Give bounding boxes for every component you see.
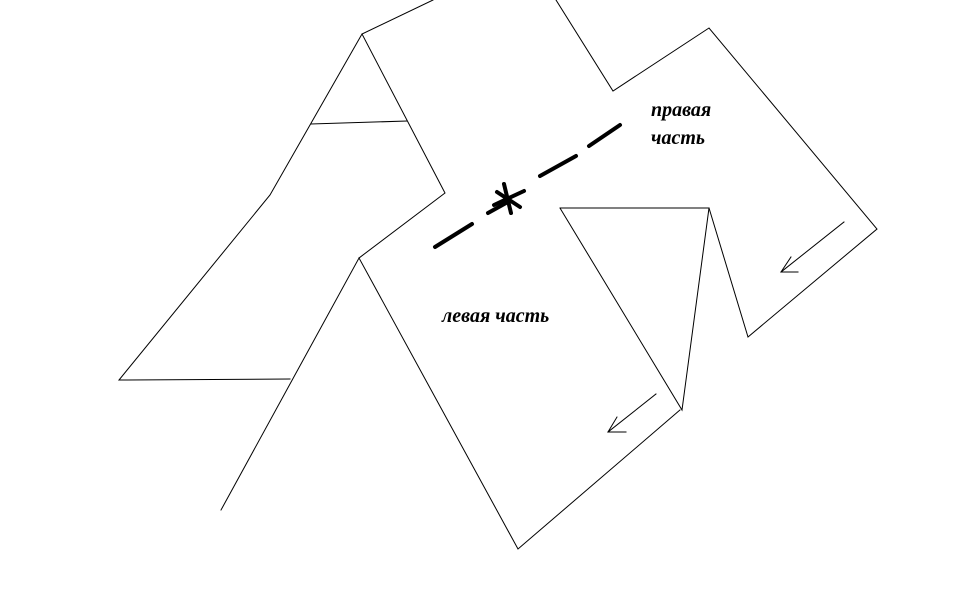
upper-strip-inner-edge: [358, 33, 446, 259]
lower-left-edge: [220, 257, 360, 511]
arrow-right-part-icon: [780, 221, 845, 273]
cut-line-dash-3: [538, 154, 578, 178]
cut-line-dash-1: [433, 222, 474, 249]
left-part-label: левая часть: [442, 305, 550, 327]
left-part-outline: [358, 257, 681, 550]
left-part-inner-fold: [559, 207, 710, 412]
right-part-label-line2: часть: [651, 127, 706, 149]
asterisk-cut-mark-icon: [492, 182, 526, 215]
top-notch: [555, 0, 878, 338]
upper-crossbar: [310, 120, 408, 125]
right-part-label-line1: правая: [651, 99, 712, 121]
cut-line-dash-4: [587, 123, 622, 148]
arrow-left-part-icon: [607, 393, 657, 433]
cut-line-dash-2: [486, 201, 508, 215]
left-upper-outline: [117, 0, 434, 381]
right-part-label: правая часть: [651, 96, 711, 152]
